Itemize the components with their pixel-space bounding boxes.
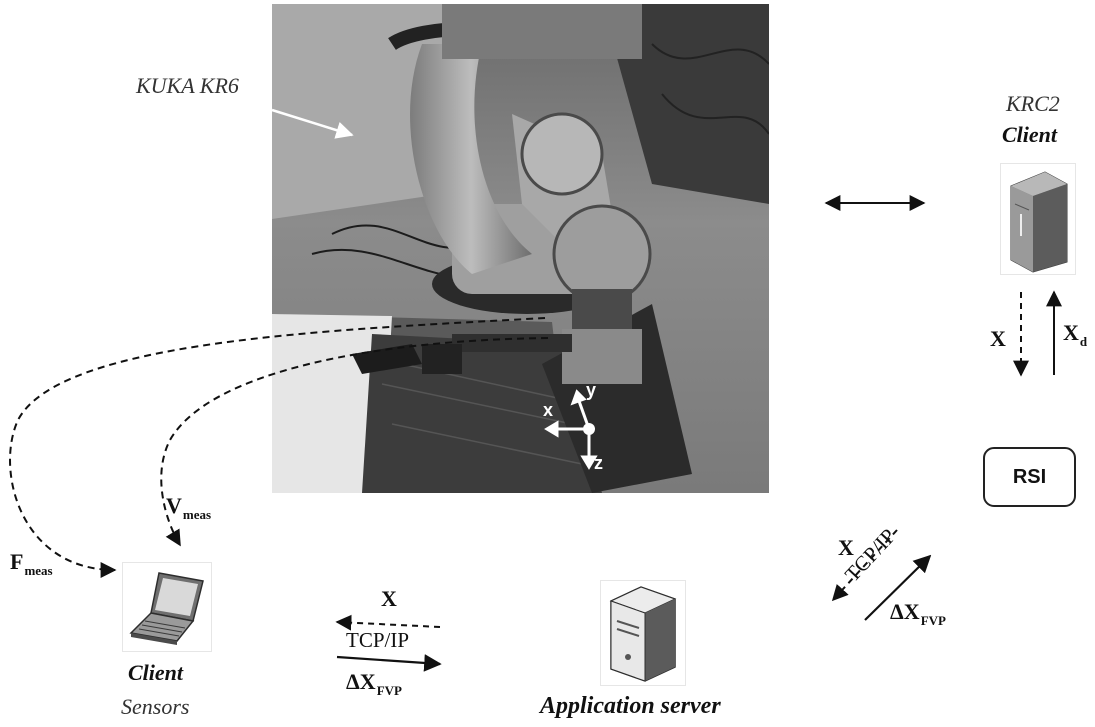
- krc2-title: KRC2: [1006, 91, 1060, 116]
- mid-dx-arrow: [336, 654, 442, 672]
- client-role: Client: [128, 660, 184, 685]
- mid-tcp-label: TCP/IP: [346, 628, 410, 652]
- mid-x-arrow: [335, 614, 441, 631]
- right-dx-arrow: [864, 554, 932, 621]
- f-meas-label: Fmeas: [10, 549, 53, 578]
- robot-name-label: KUKA KR6: [136, 73, 239, 98]
- rsi-label: RSI: [1012, 465, 1047, 488]
- right-x-arrow: [831, 529, 898, 602]
- right-dx-label: ΔXFVP: [890, 599, 946, 628]
- robot-photo: [272, 4, 769, 493]
- x-down-label: X: [990, 326, 1006, 351]
- f-meas-curve: [9, 317, 546, 578]
- server-label: Application server: [540, 693, 721, 719]
- laptop-icon: [122, 562, 212, 652]
- axis-x-label: x: [543, 400, 554, 420]
- right-x-label: X: [838, 535, 854, 560]
- mid-dx-label: ΔXFVP: [346, 669, 402, 698]
- client-sub: Sensors: [121, 694, 190, 719]
- controller-cabinet-icon: [1000, 163, 1076, 275]
- axis-y-label: y: [586, 380, 597, 400]
- xd-up-label: Xd: [1063, 320, 1088, 349]
- krc2-role: Client: [1002, 122, 1058, 147]
- mid-x-label: X: [381, 586, 397, 611]
- rsi-box: RSI: [983, 447, 1076, 507]
- robot-pointer-arrow: [271, 108, 354, 139]
- v-meas-label: Vmeas: [166, 493, 212, 522]
- axis-z-label: z: [594, 453, 603, 473]
- server-tower-icon: [600, 580, 686, 686]
- v-meas-curve: [160, 337, 549, 547]
